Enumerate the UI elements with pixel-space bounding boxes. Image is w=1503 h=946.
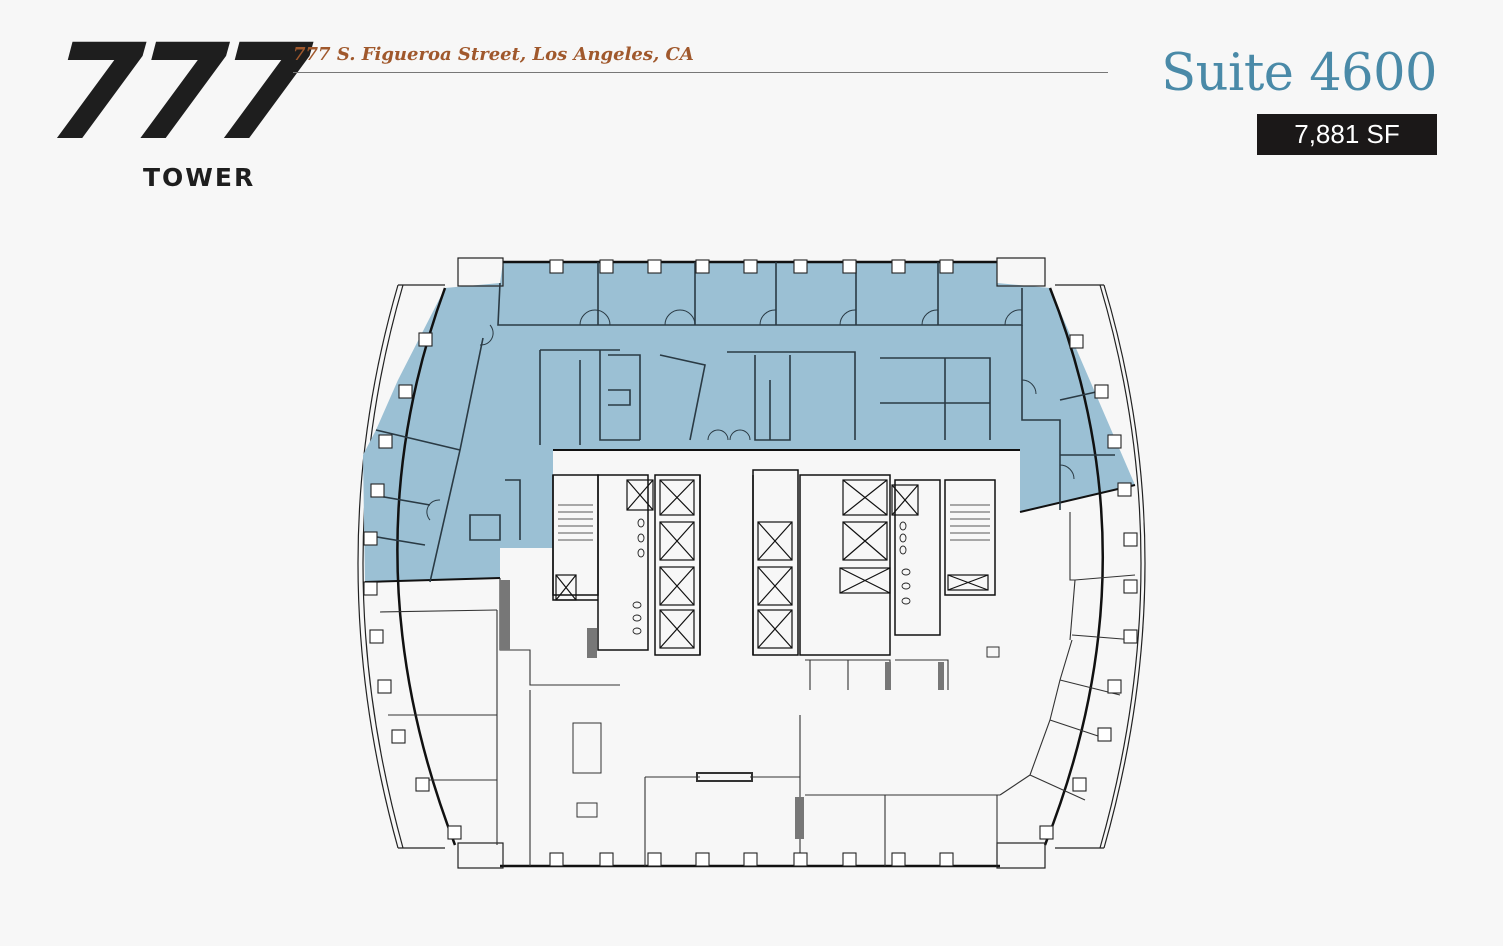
- suite-title: Suite 4600: [1161, 44, 1437, 103]
- column-markers: [363, 259, 1138, 867]
- square-footage-badge: 7,881 SF: [1257, 114, 1437, 155]
- furniture-blocks: [572, 646, 1000, 818]
- building-core: [552, 469, 996, 656]
- interior-walls-other: [379, 512, 1136, 866]
- elevator-icons: [555, 479, 989, 649]
- outer-glass-left: [357, 284, 445, 849]
- stairs: [558, 504, 990, 541]
- interior-walls-suite: [364, 262, 1115, 583]
- suite-boundary: [364, 449, 1136, 583]
- building-address: 777 S. Figueroa Street, Los Angeles, CA: [293, 44, 694, 65]
- logo-subtitle: TOWER: [143, 163, 256, 192]
- corner-bays: [457, 257, 1046, 869]
- hatched-shafts: [500, 580, 944, 839]
- outer-glass-right: [1055, 284, 1146, 849]
- restroom-fixtures: [632, 518, 911, 635]
- address-divider: [293, 72, 1108, 73]
- door-swings: [426, 309, 1075, 521]
- suite-4600-area: [363, 262, 1135, 582]
